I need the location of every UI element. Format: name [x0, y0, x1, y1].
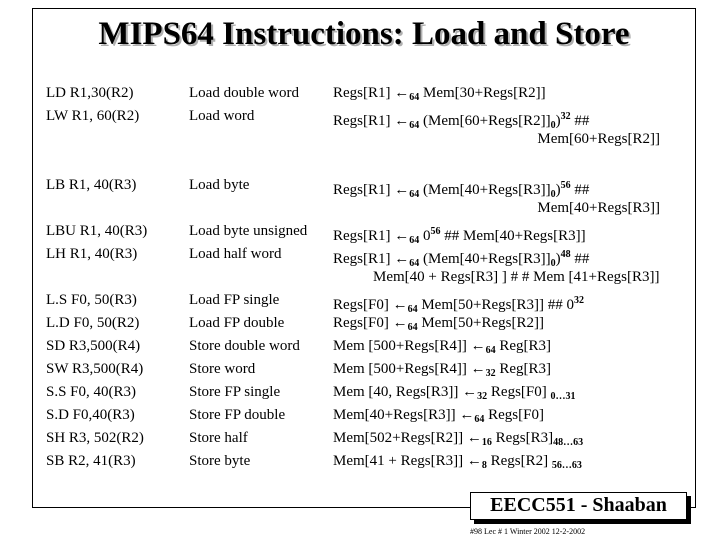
semantics-lb-continued: Mem[40+Regs[R3]]: [537, 200, 660, 216]
semantics-lh-continued: Mem[40 + Regs[R3] ] # # Mem [41+Regs[R3]…: [373, 269, 660, 285]
description-lbu: Load byte unsigned: [189, 223, 308, 239]
instruction-lb: LB R1, 40(R3): [46, 177, 137, 193]
instruction-sd-fp: S.D F0,40(R3): [46, 407, 135, 423]
description-sb: Store byte: [189, 453, 251, 469]
semantics-ld: Regs[R1] ←64 Mem[30+Regs[R2]]: [333, 85, 546, 103]
semantics-sd: Mem [500+Regs[R4]] ←64 Reg[R3]: [333, 338, 552, 356]
instruction-sd: SD R3,500(R4): [46, 338, 141, 354]
description-ss: Store FP single: [189, 384, 281, 400]
description-sh: Store half: [189, 430, 248, 446]
description-lb: Load byte: [189, 177, 250, 193]
instruction-sh: SH R3, 502(R2): [46, 430, 144, 446]
semantics-lb: Regs[R1] ←64 (Mem[40+Regs[R3]]0)56 ##: [333, 180, 590, 200]
semantics-sb: Mem[41 + Regs[R3]] ←8 Regs[R2] 56…63: [333, 453, 582, 471]
semantics-lbu: Regs[R1] ←64 056 ## Mem[40+Regs[R3]]: [333, 226, 586, 246]
page-title-shadow: MIPS64 Instructions: Load and Store: [100, 18, 632, 54]
slide-frame: [32, 8, 696, 508]
instruction-sw: SW R3,500(R4): [46, 361, 144, 377]
instruction-lh: LH R1, 40(R3): [46, 246, 138, 262]
description-sd-fp: Store FP double: [189, 407, 286, 423]
description-sw: Store word: [189, 361, 256, 377]
description-ls: Load FP single: [189, 292, 280, 308]
description-lw: Load word: [189, 108, 255, 124]
course-badge: EECC551 - Shaaban: [490, 494, 667, 516]
description-ld: Load double word: [189, 85, 299, 101]
instruction-ss: S.S F0, 40(R3): [46, 384, 137, 400]
description-sd: Store double word: [189, 338, 300, 354]
instruction-sb: SB R2, 41(R3): [46, 453, 136, 469]
semantics-lh: Regs[R1] ←64 (Mem[40+Regs[R3]]0)48 ##: [333, 249, 590, 269]
instruction-lbu: LBU R1, 40(R3): [46, 223, 148, 239]
semantics-lw-continued: Mem[60+Regs[R2]]: [537, 131, 660, 147]
instruction-ld-fp: L.D F0, 50(R2): [46, 315, 140, 331]
description-ld-fp: Load FP double: [189, 315, 285, 331]
semantics-ld-fp: Regs[F0] ←64 Mem[50+Regs[R2]]: [333, 315, 544, 333]
instruction-ld: LD R1,30(R2): [46, 85, 134, 101]
description-lh: Load half word: [189, 246, 282, 262]
semantics-sd-fp: Mem[40+Regs[R3]] ←64 Regs[F0]: [333, 407, 544, 425]
course-badge-box: [470, 492, 687, 520]
slide-footer: #98 Lec # 1 Winter 2002 12-2-2002: [470, 527, 586, 536]
semantics-sh: Mem[502+Regs[R2]] ←16 Regs[R3]48…63: [333, 430, 584, 448]
page-title: MIPS64 Instructions: Load and Store: [98, 16, 630, 52]
instruction-lw: LW R1, 60(R2): [46, 108, 140, 124]
semantics-lw: Regs[R1] ←64 (Mem[60+Regs[R2]]0)32 ##: [333, 111, 590, 131]
semantics-ss: Mem [40, Regs[R3]] ←32 Regs[F0] 0…31: [333, 384, 576, 402]
semantics-sw: Mem [500+Regs[R4]] ←32 Reg[R3]: [333, 361, 552, 379]
instruction-ls: L.S F0, 50(R3): [46, 292, 137, 308]
semantics-ls: Regs[F0] ←64 Mem[50+Regs[R3]] ## 032: [333, 295, 584, 315]
